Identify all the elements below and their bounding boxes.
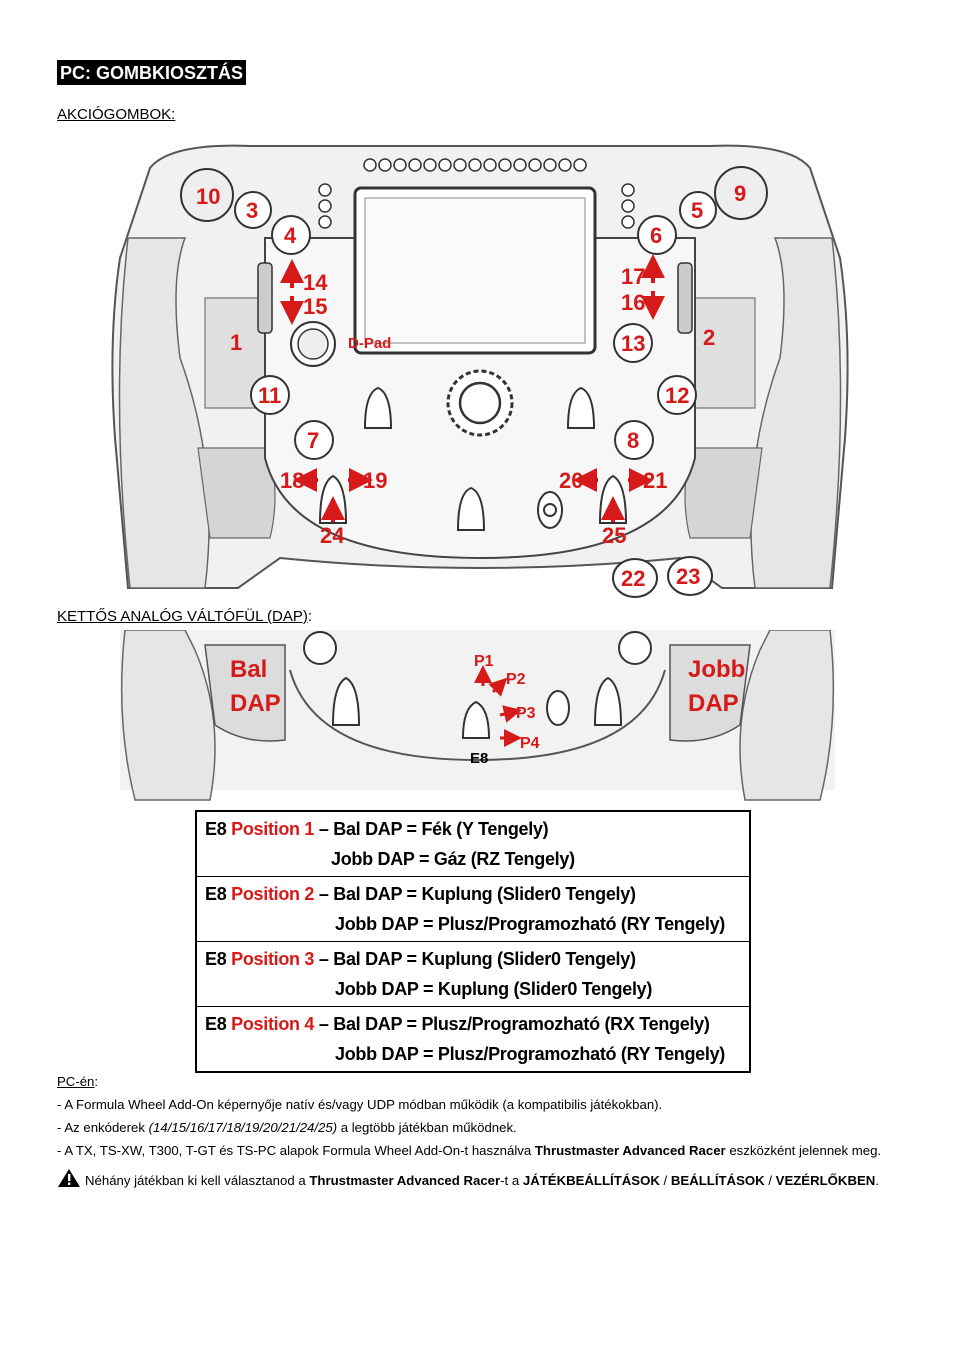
encoder-17-label: 17 <box>621 264 645 289</box>
button-6-label: 6 <box>650 223 662 248</box>
encoder-25-label: 25 <box>602 523 626 548</box>
section-dap-label: KETTŐS ANALÓG VÁLTÓFÜL (DAP) <box>57 608 308 625</box>
note-4-a: Néhány játékban ki kell választanod a <box>85 1173 310 1188</box>
left-dap-mapping: – Bal DAP = Kuplung (Slider0 Tengely) <box>318 884 636 904</box>
note-4-settings: BEÁLLÍTÁSOK <box>670 1173 765 1188</box>
left-dap-mapping: – Bal DAP = Kuplung (Slider0 Tengely) <box>318 949 636 969</box>
e8-prefix: E8 <box>205 1014 227 1034</box>
note-4: Néhány játékban ki kell választanod a Th… <box>57 1168 897 1192</box>
button-12-label: 12 <box>665 383 689 408</box>
table-cell: E8 Position 4 – Bal DAP = Plusz/Programo… <box>195 1006 751 1073</box>
right-dap-mapping: Jobb DAP = Gáz (RZ Tengely) <box>331 849 575 869</box>
position-label: Position 1 <box>231 819 315 839</box>
note-3: - A TX, TS-XW, T300, T-GT és TS-PC alapo… <box>57 1139 897 1162</box>
encoder-19-label: 19 <box>363 468 387 493</box>
dpad-label: D-Pad <box>348 335 391 352</box>
button-7-label: 7 <box>307 428 319 453</box>
table-row: E8 Position 3 – Bal DAP = Kuplung (Slide… <box>195 941 751 1007</box>
table-cell: E8 Position 2 – Bal DAP = Kuplung (Slide… <box>195 876 751 942</box>
e8-prefix: E8 <box>205 819 227 839</box>
notes-heading-colon: : <box>94 1074 99 1089</box>
section-action-buttons: AKCIÓGOMBOK: <box>57 106 176 123</box>
right-dap-mapping: Jobb DAP = Kuplung (Slider0 Tengely) <box>335 979 653 999</box>
note-2-encoders: (14/15/16/17/18/19/20/21/24/25) <box>148 1120 338 1135</box>
section-dap: KETTŐS ANALÓG VÁLTÓFÜL (DAP): <box>57 608 312 625</box>
button-5-label: 5 <box>691 198 703 223</box>
note-3-device: Thrustmaster Advanced Racer <box>534 1143 726 1158</box>
dap-diagram: Bal DAP Jobb DAP P1 P2 P3 P4 E8 <box>120 630 835 801</box>
table-row: E8 Position 1 – Bal DAP = Fék (Y Tengely… <box>195 810 751 877</box>
table-row: E8 Position 4 – Bal DAP = Plusz/Programo… <box>195 1006 751 1073</box>
button-4-label: 4 <box>284 223 297 248</box>
section-dap-colon: : <box>307 608 313 625</box>
notes-heading-label: PC-én <box>57 1074 95 1089</box>
position-label: Position 2 <box>231 884 315 904</box>
note-4-sep1: / <box>659 1173 671 1188</box>
button-8-label: 8 <box>627 428 639 453</box>
button-23-label: 23 <box>676 564 700 589</box>
position-label: Position 4 <box>231 1014 315 1034</box>
dap-left-label-1: Bal <box>230 656 267 683</box>
warning-icon <box>58 1169 80 1187</box>
note-4-game-settings: JÁTÉKBEÁLLÍTÁSOK <box>522 1173 660 1188</box>
right-dap-mapping: Jobb DAP = Plusz/Programozható (RY Tenge… <box>335 914 725 934</box>
button-10-label: 10 <box>196 184 220 209</box>
e8-prefix: E8 <box>205 949 227 969</box>
encoder-18-label: 18 <box>280 468 304 493</box>
wheel-buttons: 10 3 4 9 5 6 1 2 14 15 17 16 13 11 12 7 … <box>180 166 768 598</box>
e8-label: E8 <box>470 750 488 767</box>
note-2: - Az enkóderek (14/15/16/17/18/19/20/21/… <box>57 1116 897 1139</box>
table-cell: E8 Position 1 – Bal DAP = Fék (Y Tengely… <box>195 810 751 877</box>
encoder-20-label: 20 <box>559 468 583 493</box>
table-cell: E8 Position 3 – Bal DAP = Kuplung (Slide… <box>195 941 751 1007</box>
note-4-controls: VEZÉRLŐKBEN <box>775 1173 876 1188</box>
p2-label: P2 <box>506 671 526 688</box>
note-4-sep2: / <box>764 1173 776 1188</box>
notes-heading: PC-én: <box>57 1070 897 1093</box>
note-3-c: eszközként jelennek meg. <box>725 1143 882 1158</box>
dap-right-label-2: DAP <box>688 690 739 717</box>
p4-label: P4 <box>520 735 540 752</box>
encoder-16-label: 16 <box>621 290 645 315</box>
encoder-24-label: 24 <box>320 523 345 548</box>
button-9-label: 9 <box>734 181 746 206</box>
e8-prefix: E8 <box>205 884 227 904</box>
encoder-15-label: 15 <box>303 294 327 319</box>
dap-position-table: E8 Position 1 – Bal DAP = Fék (Y Tengely… <box>195 810 751 1073</box>
button-1-label: 1 <box>230 330 242 355</box>
note-2-c: a legtöbb játékban működnek. <box>337 1120 517 1135</box>
button-2-label: 2 <box>703 325 715 350</box>
wheel-diagram: D-Pad 10 3 4 9 5 6 1 2 14 15 17 16 13 11… <box>111 144 849 598</box>
button-22-label: 22 <box>621 566 645 591</box>
note-4-end: . <box>875 1173 879 1188</box>
button-3-label: 3 <box>246 198 258 223</box>
note-2-a: - Az enkóderek <box>57 1120 149 1135</box>
position-label: Position 3 <box>231 949 315 969</box>
page-title: PC: GOMBKIOSZTÁS <box>57 60 246 85</box>
left-dap-mapping: – Bal DAP = Plusz/Programozható (RX Teng… <box>318 1014 710 1034</box>
note-3-a: - A TX, TS-XW, T300, T-GT és TS-PC alapo… <box>57 1143 535 1158</box>
encoder-14-label: 14 <box>303 270 328 295</box>
note-1: - A Formula Wheel Add-On képernyője natí… <box>57 1097 663 1112</box>
table-row: E8 Position 2 – Bal DAP = Kuplung (Slide… <box>195 876 751 942</box>
p3-label: P3 <box>516 705 536 722</box>
dap-right-label-1: Jobb <box>688 656 745 683</box>
note-4-c: -t a <box>500 1173 523 1188</box>
encoder-21-label: 21 <box>643 468 667 493</box>
button-11-label: 11 <box>258 383 281 408</box>
right-dap-mapping: Jobb DAP = Plusz/Programozható (RY Tenge… <box>335 1044 725 1064</box>
p1-label: P1 <box>474 653 494 670</box>
pc-notes: PC-én: - A Formula Wheel Add-On képernyő… <box>57 1070 897 1192</box>
left-dap-mapping: – Bal DAP = Fék (Y Tengely) <box>318 819 549 839</box>
button-13-label: 13 <box>621 331 645 356</box>
dap-left-label-2: DAP <box>230 690 281 717</box>
note-4-device: Thrustmaster Advanced Racer <box>309 1173 501 1188</box>
